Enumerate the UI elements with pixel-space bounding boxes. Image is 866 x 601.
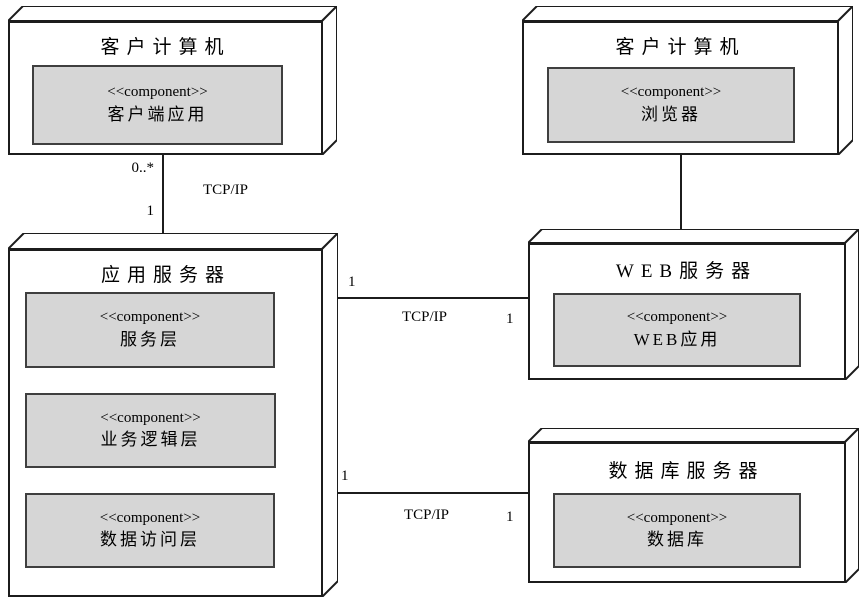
node-db-server: 数据库服务器 <<component>> 数据库 bbox=[528, 428, 859, 583]
multiplicity-label: 1 bbox=[146, 203, 155, 219]
component-name: 浏览器 bbox=[641, 104, 701, 124]
component-stereotype: <<component>> bbox=[107, 84, 208, 101]
node-app-server: 应用服务器 <<component>> 服务层 <<component>> 业务… bbox=[8, 233, 338, 597]
protocol-label: TCP/IP bbox=[402, 309, 448, 325]
connector-appserver-to-dbserver bbox=[337, 492, 529, 494]
component-name: 客户端应用 bbox=[107, 104, 208, 124]
node-title: 数据库服务器 bbox=[608, 461, 765, 482]
node-client-computer-right: 客户计算机 <<component>> 浏览器 bbox=[522, 6, 853, 155]
connector-client-to-appserver bbox=[162, 155, 164, 250]
multiplicity-label: 1 bbox=[341, 468, 349, 484]
component-business-logic-layer: <<component>> 业务逻辑层 bbox=[25, 393, 276, 468]
node-title: 应用服务器 bbox=[100, 265, 231, 286]
component-stereotype: <<component>> bbox=[620, 84, 722, 101]
protocol-label: TCP/IP bbox=[203, 182, 249, 198]
component-data-access-layer: <<component>> 数据访问层 bbox=[25, 493, 275, 568]
multiplicity-label: 1 bbox=[348, 274, 356, 290]
component-web-app: <<component>> WEB应用 bbox=[553, 293, 801, 367]
node-title: 客户计算机 bbox=[615, 37, 746, 58]
protocol-label: TCP/IP bbox=[404, 507, 450, 523]
component-stereotype: <<component>> bbox=[100, 409, 201, 426]
component-browser: <<component>> 浏览器 bbox=[547, 67, 795, 143]
node-title: 客户计算机 bbox=[100, 37, 231, 58]
component-stereotype: <<component>> bbox=[626, 309, 728, 326]
node-client-computer-left: 客户计算机 <<component>> 客户端应用 bbox=[8, 6, 337, 155]
component-service-layer: <<component>> 服务层 bbox=[25, 292, 275, 368]
component-stereotype: <<component>> bbox=[99, 509, 201, 526]
node-title: WEB服务器 bbox=[615, 261, 758, 282]
multiplicity-label: 1 bbox=[506, 509, 514, 525]
component-name: WEB应用 bbox=[633, 329, 721, 349]
component-client-app: <<component>> 客户端应用 bbox=[32, 65, 283, 145]
component-name: 服务层 bbox=[120, 329, 180, 349]
component-name: 业务逻辑层 bbox=[100, 430, 201, 450]
component-name: 数据库 bbox=[647, 530, 707, 550]
component-name: 数据访问层 bbox=[100, 530, 200, 550]
multiplicity-label: 1 bbox=[506, 311, 514, 327]
node-web-server: WEB服务器 <<component>> WEB应用 bbox=[528, 229, 859, 380]
connector-browser-to-webserver bbox=[680, 155, 682, 245]
component-database: <<component>> 数据库 bbox=[553, 493, 801, 568]
component-stereotype: <<component>> bbox=[99, 309, 201, 326]
component-stereotype: <<component>> bbox=[626, 509, 728, 526]
multiplicity-label: 0..* bbox=[131, 160, 155, 176]
connector-appserver-to-webserver bbox=[337, 297, 529, 299]
